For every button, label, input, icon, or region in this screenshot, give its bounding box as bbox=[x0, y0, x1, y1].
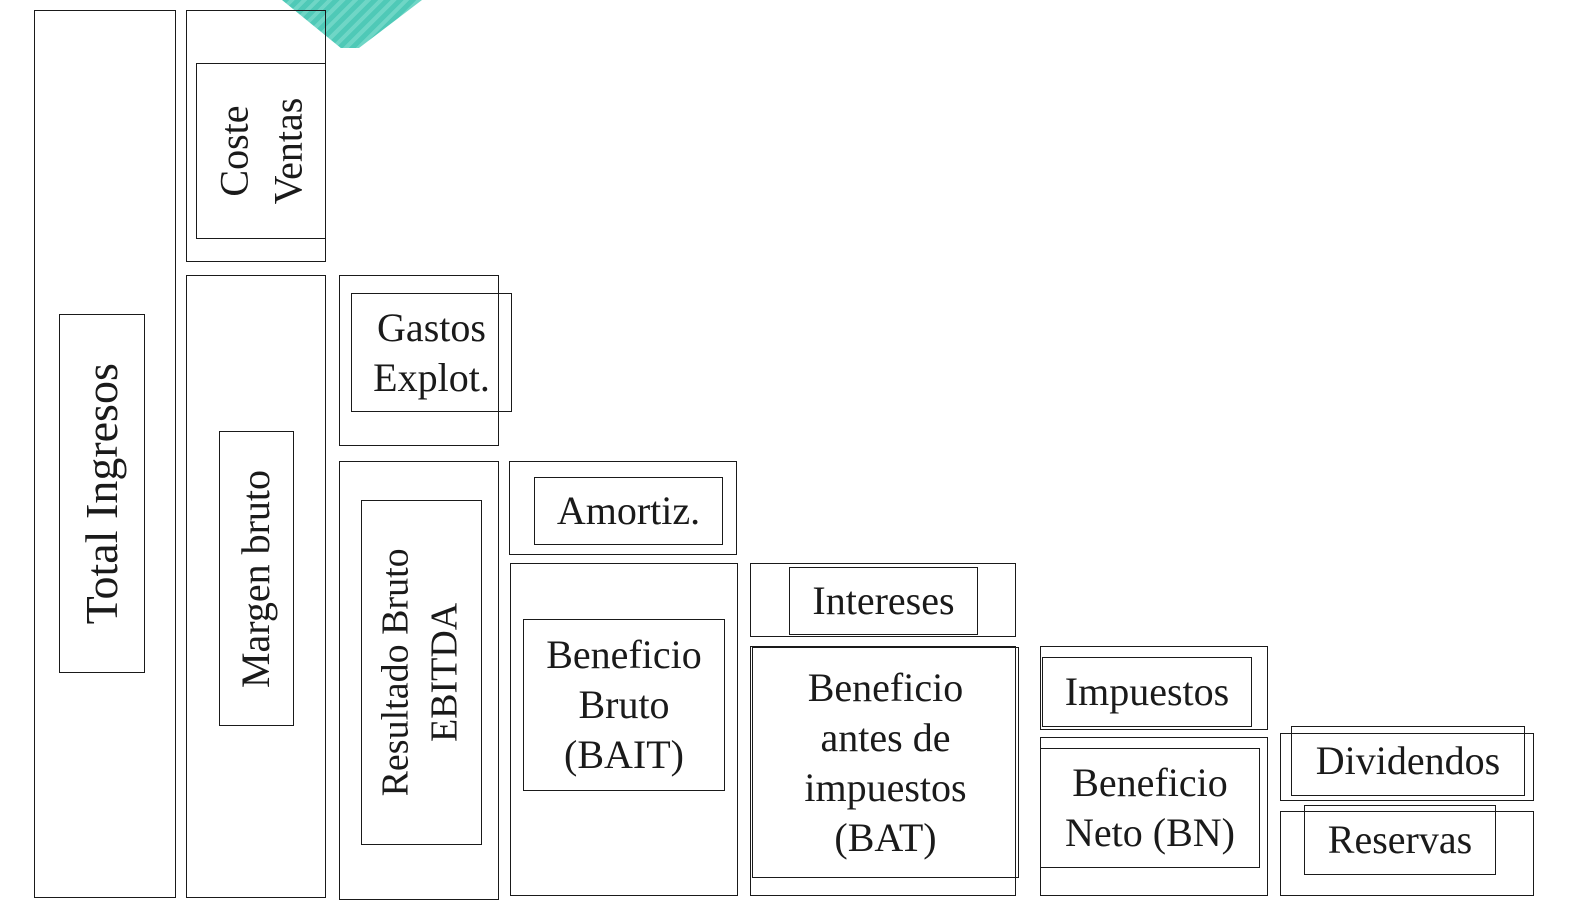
intereses-block bbox=[750, 563, 1016, 637]
reservas-block bbox=[1280, 811, 1534, 896]
beneficio-antes-label-frame: Beneficio antes de impuestos (BAT) bbox=[752, 647, 1019, 878]
beneficio-antes-block bbox=[750, 646, 1016, 896]
resultado-bruto-label-frame bbox=[361, 500, 482, 845]
resultado-bruto-label: Resultado Bruto EBITDA bbox=[375, 548, 467, 797]
beneficio-bruto-label-frame: Beneficio Bruto (BAIT) bbox=[523, 619, 725, 791]
beneficio-antes-label: Beneficio antes de impuestos (BAT) bbox=[804, 664, 967, 860]
impuestos-label-frame: Impuestos bbox=[1042, 657, 1252, 727]
resultado-bruto-block bbox=[339, 461, 499, 900]
total-ingresos-block bbox=[34, 10, 176, 898]
margen-bruto-text-wrap: Margen bruto bbox=[219, 431, 294, 726]
margen-bruto-block bbox=[186, 275, 326, 898]
total-ingresos-label-frame bbox=[59, 314, 145, 673]
gastos-explot-label: Gastos Explot. bbox=[373, 304, 490, 400]
dividendos-label-frame: Dividendos bbox=[1291, 726, 1525, 796]
reservas-label: Reservas bbox=[1327, 817, 1473, 862]
beneficio-bruto-block bbox=[510, 563, 738, 896]
margen-bruto-label-frame bbox=[219, 431, 294, 726]
gastos-explot-label-frame: Gastos Explot. bbox=[351, 293, 512, 412]
beneficio-neto-label: Beneficio Neto (BN) bbox=[1065, 760, 1235, 855]
total-ingresos-label: Total Ingresos bbox=[76, 362, 128, 625]
impuestos-block bbox=[1040, 646, 1268, 730]
reservas-label-frame: Reservas bbox=[1304, 805, 1496, 875]
total-ingresos-text-wrap: Total Ingresos bbox=[59, 314, 145, 673]
coste-ventas-label-frame bbox=[196, 63, 326, 239]
coste-ventas-text-wrap: Coste Ventas bbox=[196, 63, 326, 239]
dividendos-block bbox=[1280, 733, 1534, 801]
beneficio-neto-label-frame: Beneficio Neto (BN) bbox=[1040, 748, 1260, 868]
intereses-label: Intereses bbox=[812, 578, 955, 623]
impuestos-label: Impuestos bbox=[1064, 669, 1230, 714]
dividendos-label: Dividendos bbox=[1315, 738, 1501, 783]
amortiz-block bbox=[509, 461, 737, 555]
beneficio-bruto-label: Beneficio Bruto (BAIT) bbox=[546, 632, 702, 777]
intereses-label-frame: Intereses bbox=[789, 567, 978, 635]
amortiz-label-frame: Amortiz. bbox=[534, 477, 723, 545]
coste-ventas-label: Coste Ventas bbox=[210, 97, 310, 205]
resultado-bruto-text-wrap: Resultado Bruto EBITDA bbox=[361, 500, 482, 845]
margen-bruto-label: Margen bruto bbox=[233, 469, 279, 688]
amortiz-label: Amortiz. bbox=[556, 488, 701, 533]
gastos-explot-block bbox=[339, 275, 499, 446]
